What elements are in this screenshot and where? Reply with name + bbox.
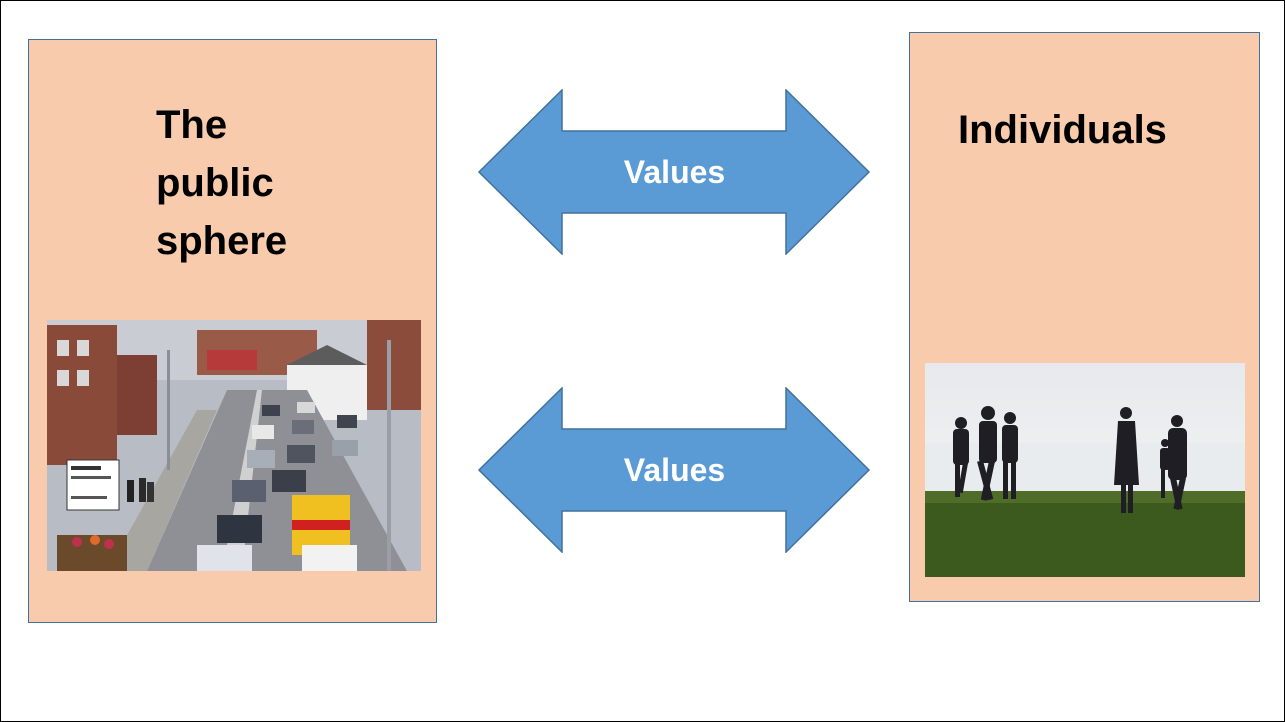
public-sphere-title: The public sphere <box>156 103 288 263</box>
double-arrow-icon <box>477 88 871 256</box>
street-traffic-photo <box>47 320 421 571</box>
public-sphere-panel: The public sphere <box>28 39 437 623</box>
values-arrow-bottom: Values <box>477 386 871 558</box>
individuals-panel: Individuals <box>909 32 1260 602</box>
people-silhouette-photo <box>925 363 1245 577</box>
values-arrow-top: Values <box>477 88 871 260</box>
individuals-title: Individuals <box>958 108 1167 152</box>
values-label-bottom: Values <box>623 452 726 488</box>
values-label-top: Values <box>623 154 726 190</box>
double-arrow-icon <box>477 386 871 554</box>
